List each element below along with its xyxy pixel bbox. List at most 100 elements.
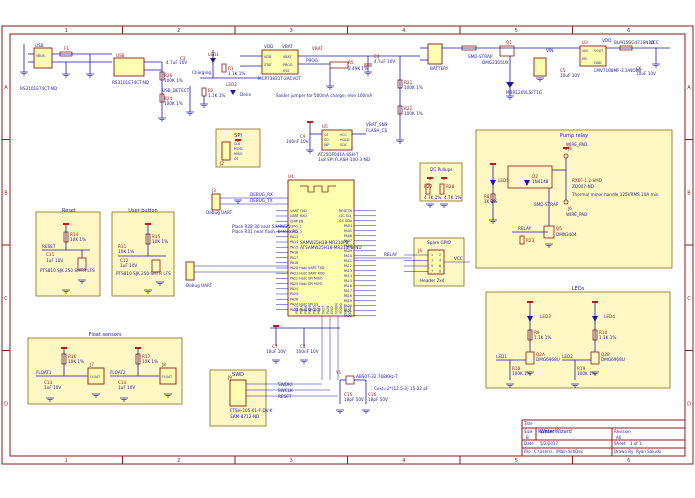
mcu-left-pin: PA18: [290, 261, 298, 265]
column-marker-bottom: 4: [402, 458, 405, 464]
r11-value: 10K 1%: [118, 249, 134, 254]
charger-pin-vbat: VBAT: [283, 55, 293, 59]
tb-date: 5/2/2017: [540, 441, 558, 446]
user-button: [151, 259, 161, 273]
row-marker-right: A: [687, 85, 691, 91]
mcu-left-pin: PA17: [290, 256, 298, 260]
mcu-right-pin: PA04: [344, 224, 352, 228]
charger-pin-vdd: VDD: [264, 55, 272, 59]
spi-j-label: J2: [219, 161, 224, 166]
done-led-icon: [230, 90, 236, 95]
flash-pin-sck: SCK: [340, 143, 347, 147]
r19-value: 100K 1%: [577, 371, 596, 376]
debug-rx-net: DEBUG_RX: [250, 192, 273, 197]
row-marker-left: C: [4, 296, 8, 302]
c15-label: C15: [344, 392, 353, 397]
prog-jumper: [329, 61, 349, 69]
gpio-pin: 8: [439, 270, 441, 274]
relay-body: [507, 165, 553, 189]
done-label: Done: [240, 92, 251, 97]
relay-fuse-part: RXEF-1.2-SMD: [572, 178, 602, 183]
row-marker-left: A: [4, 85, 8, 91]
relay-smd-strap: SMD-STRAP: [534, 202, 559, 207]
gpio-pin: 5: [431, 264, 433, 268]
c4-label: C4: [374, 54, 380, 59]
leds-title: LEDs: [572, 286, 585, 292]
charger-pin-prog: PROG: [283, 63, 293, 67]
mcu-bottom-pin: PA27: [321, 306, 325, 314]
float-block-bg: [27, 337, 183, 405]
mcu-bottom-pin: PB08: [304, 306, 308, 314]
schottky-part: MBR120VLSFT1G: [506, 90, 542, 95]
mcu-bottom-pin: PB03: [299, 306, 303, 314]
q2a-label: Q2A: [536, 352, 545, 357]
mcu-right-pin: PA07: [344, 239, 352, 243]
r16-label: R16: [68, 354, 77, 359]
user-button-part: PTS810 SJK 250 SMTR LFS: [116, 271, 171, 276]
flash-chip: [321, 129, 353, 151]
vcc-flag-label: VCC: [650, 40, 659, 45]
ldo-part: LMV7108MF-3.3/NOPB: [594, 68, 641, 73]
spi-pin-clk: CLK: [234, 142, 241, 146]
r5-value: 2.49K 1%: [348, 66, 368, 71]
row-marker-left: D: [4, 401, 8, 407]
column-marker-bottom: 2: [177, 458, 180, 464]
reset-button-part: PTS810 SJK 250 SMTR LFS: [40, 268, 95, 273]
mcu-bottom-pin: GND: [348, 306, 352, 314]
battery-connector: [427, 43, 443, 65]
mcu-bottom-pin: PB11: [317, 306, 321, 314]
gpio-pin: 1: [431, 253, 433, 257]
battery-label: BATTERY: [430, 66, 449, 71]
c16-value: 18pF 50V: [368, 397, 388, 402]
mcu-right-pin: PA11: [344, 259, 352, 263]
r28-label: R28: [446, 184, 455, 189]
ferrite-part: BLM15GG471SN1D: [614, 40, 654, 45]
mcu-right-pin: PA08: [344, 244, 352, 248]
leds-block: LEDs LED3 LED4 R9 1.1K 1% R10 1.1K 1% LE…: [485, 286, 671, 389]
q1-label: Q1: [506, 40, 512, 45]
tb-drawn: Ryan Saluski: [636, 449, 661, 454]
relay-part: ZD007-ND: [572, 184, 594, 189]
mcu-left-pin: PA13: [290, 235, 298, 239]
d2-label: D2: [532, 174, 538, 179]
row-marker-right: C: [687, 296, 691, 302]
float2-net: FLOAT2: [110, 370, 126, 375]
led5-label: LED5: [498, 178, 509, 183]
r24-value: 100K 1%: [164, 101, 183, 106]
usb-connector-part: RS3101E74CT-ND: [112, 80, 149, 85]
c13-label: C13: [44, 380, 53, 385]
r8-value: 1K 1%: [484, 199, 497, 204]
gpio-pin: 4: [439, 259, 441, 263]
spi-title: SPI: [234, 133, 242, 139]
i2c-pullups-block: I2C Pullups R27 4.7K 1% R28 4.7K 1%: [419, 162, 463, 202]
crystal-block: Y1 ABS07-32.768KHz-T Cext=2*(12.5-3) 15-…: [335, 370, 429, 404]
user-button-title: User button: [128, 208, 157, 214]
debug-header-body: [211, 193, 221, 211]
gpio-title: Spare GPIO: [427, 240, 451, 245]
wire-pad-b: WIRE_PAD: [566, 212, 587, 217]
usb-vbus-pin: VBUS: [36, 54, 45, 58]
c15-value: 18pF 50V: [344, 397, 364, 402]
spi-header-block: SPI J2 CLK MOSI MISO CS: [215, 128, 261, 168]
flash-pin-cs: CS: [324, 133, 328, 137]
debug-j-label: J3: [211, 188, 216, 193]
mcu-right-pin: I2C SCL: [339, 214, 352, 218]
ldo-vin: VIN: [546, 48, 553, 53]
mcu-right-pin: PA21: [344, 309, 352, 313]
column-marker-bottom: 6: [627, 458, 630, 464]
c9-label: C9: [300, 134, 306, 139]
r21-value: 100K 1%: [404, 85, 423, 90]
crystal-part: ABS07-32.768KHz-T: [356, 374, 398, 379]
mcu-left-pin: PA21 Host UART RXD: [290, 271, 325, 275]
prog-net: PROG: [306, 58, 318, 63]
mcu-left-pin: PA16: [290, 251, 298, 255]
led2-net: LED2: [562, 354, 573, 359]
column-marker-top: 5: [515, 28, 518, 34]
mcu-bottom-pin: PB10: [313, 306, 317, 314]
reset-net: RESET: [42, 244, 56, 249]
c12-label: C12: [120, 258, 129, 263]
